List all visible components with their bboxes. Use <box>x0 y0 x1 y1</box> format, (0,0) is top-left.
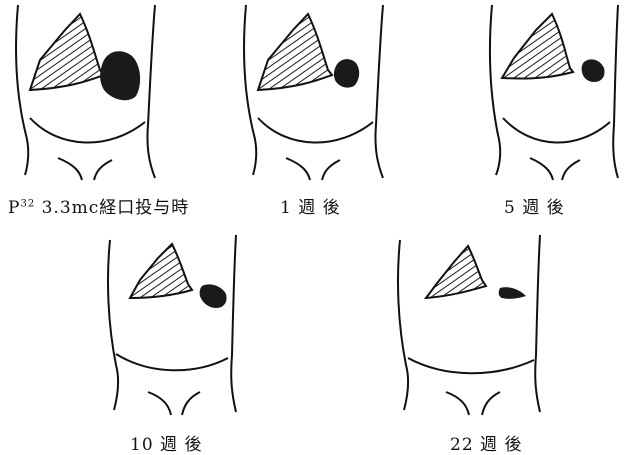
caption-panel-2: 1 週 後 <box>280 193 341 218</box>
torso-outline-1 <box>0 0 170 180</box>
diagram-panel-4: 10 週 後 <box>100 230 250 420</box>
spleen-shape-5 <box>499 287 526 299</box>
caption-panel-5: 22 週 後 <box>450 430 522 455</box>
spleen-shape-4 <box>200 284 227 308</box>
diagram-panel-5: 22 週 後 <box>390 230 560 420</box>
torso-outline-2 <box>228 0 398 180</box>
diagram-panel-3: 5 週 後 <box>478 0 625 180</box>
spleen-shape-2 <box>334 59 359 87</box>
caption-panel-1: P32 3.3mc経口投与時 <box>8 193 189 218</box>
diagram-panel-1: P32 3.3mc経口投与時 <box>0 0 170 180</box>
caption-panel-4: 10 週 後 <box>130 430 202 455</box>
torso-outline-3 <box>478 0 625 180</box>
liver-shape-5 <box>426 246 486 298</box>
liver-shape-4 <box>130 244 192 298</box>
spleen-shape-1 <box>100 51 140 100</box>
torso-outline-5 <box>390 230 560 420</box>
caption-panel-3: 5 週 後 <box>504 193 565 218</box>
liver-shape-2 <box>258 14 332 90</box>
diagram-panel-2: 1 週 後 <box>228 0 398 180</box>
spleen-shape-3 <box>582 59 605 82</box>
liver-shape-1 <box>30 14 104 90</box>
liver-shape-3 <box>502 14 573 79</box>
torso-outline-4 <box>100 230 250 420</box>
